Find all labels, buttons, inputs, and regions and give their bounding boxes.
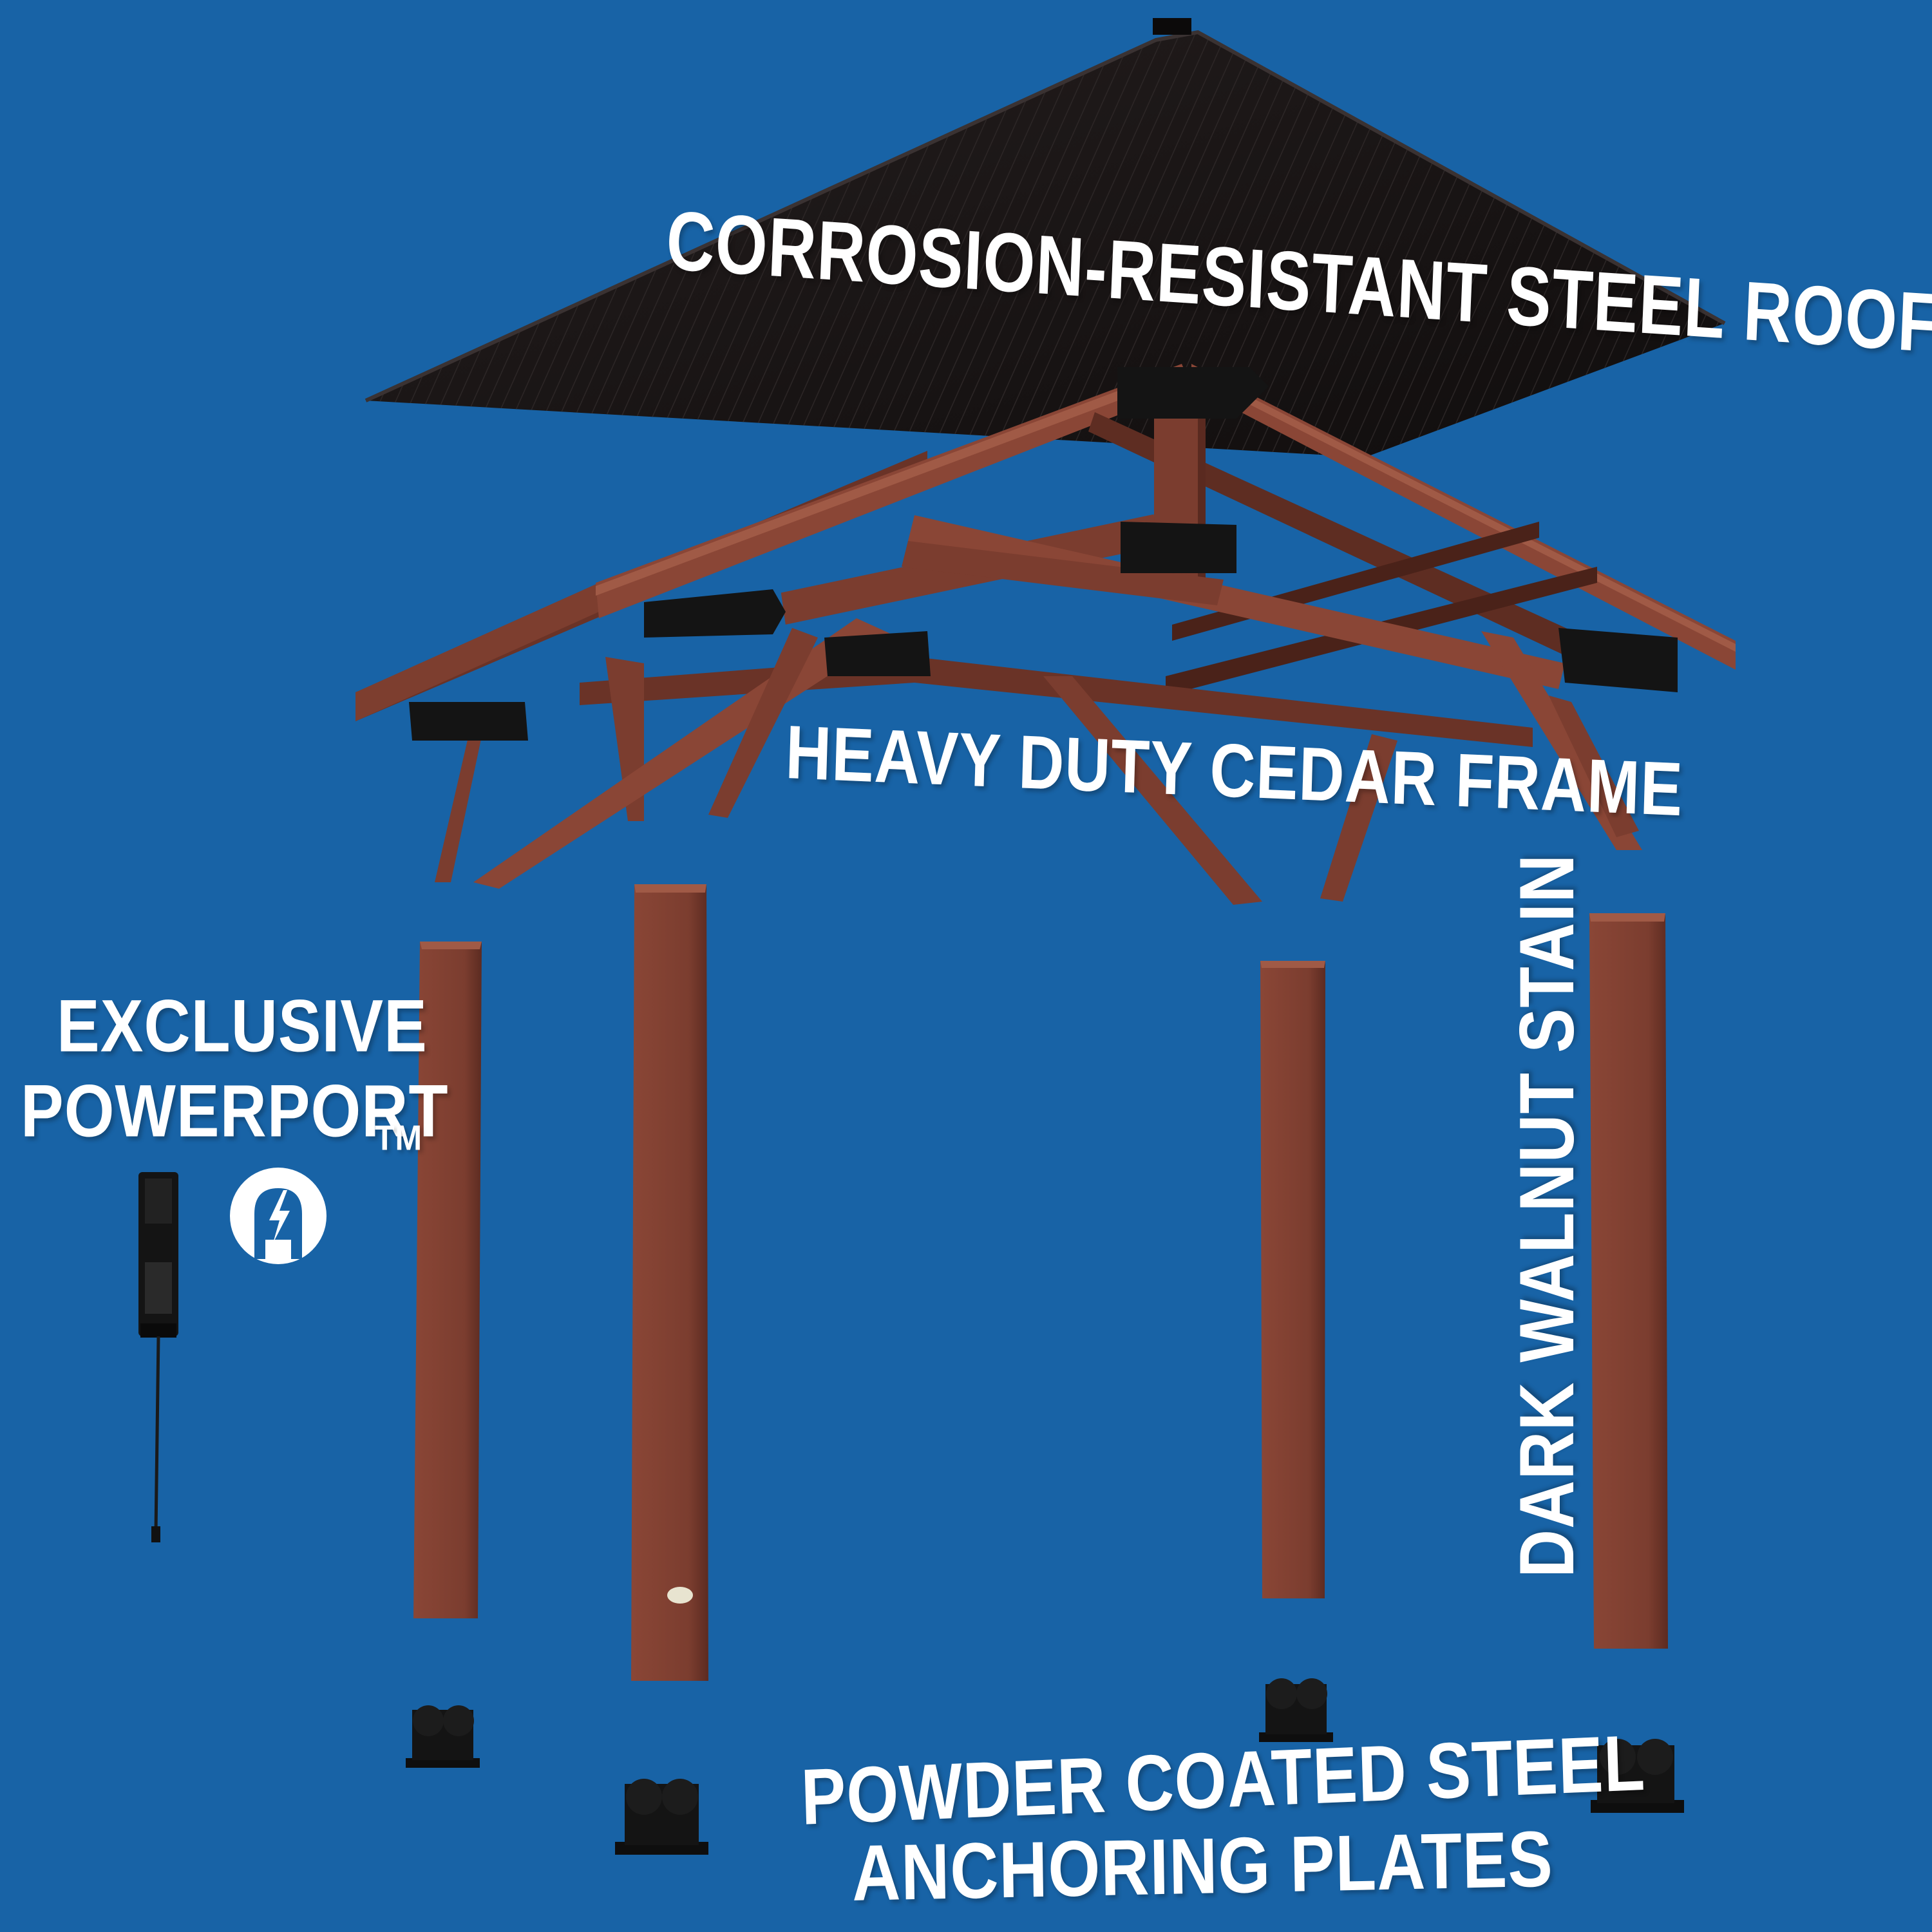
knee-brace — [1320, 734, 1397, 902]
steel-bracket — [1558, 628, 1678, 692]
knee-brace — [435, 715, 486, 882]
knee-brace — [1549, 696, 1639, 837]
steel-bracket — [1121, 522, 1236, 573]
roof-ridge-cap — [1153, 18, 1191, 35]
plates-label-line2: ANCHORING PLATES — [851, 1815, 1554, 1918]
post-1 — [413, 942, 482, 1618]
post-4 — [1589, 913, 1668, 1649]
trademark-label: TM — [375, 1118, 423, 1158]
steel-bracket — [824, 631, 931, 676]
steel-bracket — [409, 702, 528, 741]
anchor-plate-1 — [406, 1705, 480, 1768]
left-fascia — [355, 583, 599, 721]
cedar-frame — [355, 364, 1736, 905]
power-cord — [154, 1336, 160, 1533]
steel-bracket — [1117, 367, 1269, 419]
powerport-label-line2: POWERPORT — [21, 1070, 449, 1153]
power-plug-lightning-icon — [230, 1168, 327, 1264]
anchor-plate-3 — [1259, 1678, 1333, 1742]
post-2 — [631, 884, 708, 1681]
post-tag — [667, 1587, 693, 1604]
post-3 — [1260, 961, 1325, 1598]
knee-brace — [708, 628, 818, 818]
powerport-label-line1: EXCLUSIVE — [57, 985, 428, 1068]
powerport-device — [138, 1172, 178, 1542]
stain-label: DARK WALNUT STAIN — [1504, 853, 1591, 1578]
knee-brace — [1043, 676, 1262, 905]
steel-roof — [365, 18, 1726, 457]
power-plug — [151, 1526, 160, 1542]
steel-bracket — [644, 589, 786, 638]
anchor-plate-4 — [1591, 1739, 1684, 1813]
anchor-plate-2 — [615, 1779, 708, 1855]
